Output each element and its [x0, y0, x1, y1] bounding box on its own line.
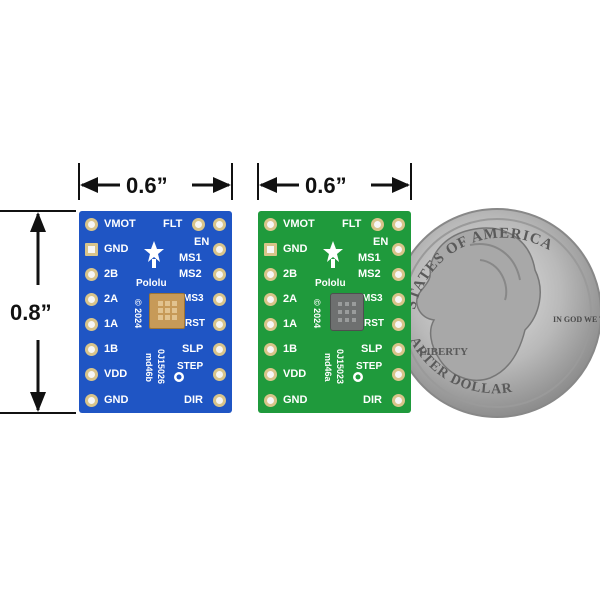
pin-label-dir: DIR [363, 394, 382, 406]
pin-label-gnd: GND [104, 243, 129, 255]
pin-label-flt: FLT [342, 218, 362, 230]
driver-chip [330, 293, 364, 331]
pin-label-ms3: MS3 [362, 293, 383, 304]
pin-label-1a: 1A [283, 318, 298, 330]
width-label-blue: 0.6” [126, 173, 168, 198]
pin-label-1a: 1A [104, 318, 119, 330]
copyright-label: © 2024 [133, 299, 143, 329]
fiducial-icon [174, 372, 184, 382]
pin-label-ms2: MS2 [179, 268, 202, 280]
pin-label-rst: RST [364, 318, 384, 329]
driver-board-blue: VMOT GND 2B 2A 1A 1B VDD GND FLT EN MS1 … [79, 211, 232, 413]
pin-label-2b: 2B [104, 268, 119, 280]
chip-thermal-pads [158, 301, 177, 320]
pin-label-slp: SLP [182, 343, 204, 355]
pin-label-2a: 2A [283, 293, 298, 305]
pin-label-2b: 2B [283, 268, 298, 280]
pin-label-gnd-2: GND [283, 394, 308, 406]
part-number-label: 0J15026 [156, 349, 166, 385]
pin-label-2a: 2A [104, 293, 119, 305]
pin-label-ms3: MS3 [183, 293, 204, 304]
coin-liberty: LIBERTY [419, 346, 468, 358]
pin-label-slp: SLP [361, 343, 383, 355]
pin-label-ms1: MS1 [179, 252, 202, 264]
pin-label-en: EN [373, 236, 389, 248]
design-label: md46b [144, 353, 154, 383]
part-number-label: 0J15023 [335, 349, 345, 385]
driver-board-green: VMOT GND 2B 2A 1A 1B VDD GND FLT EN MS1 … [258, 211, 411, 413]
pin-label-en: EN [194, 236, 210, 248]
brand-label: Pololu [136, 278, 167, 289]
pin-label-flt: FLT [163, 218, 183, 230]
pin-label-1b: 1B [283, 343, 298, 355]
pin-label-step: STEP [177, 361, 204, 372]
pin-label-ms1: MS1 [358, 252, 381, 264]
pin-label-rst: RST [185, 318, 205, 329]
pin-label-gnd-2: GND [104, 394, 129, 406]
pin-label-vdd: VDD [104, 368, 128, 380]
design-label: md46a [323, 353, 333, 382]
driver-chip [149, 293, 185, 329]
pololu-logo-icon [323, 241, 343, 268]
pin-label-vmot: VMOT [283, 218, 315, 230]
chip-pads [338, 302, 356, 322]
pin-label-1b: 1B [104, 343, 119, 355]
pin-label-step: STEP [356, 361, 383, 372]
coin-motto: IN GOD WE TRUST [553, 315, 600, 324]
pin-label-ms2: MS2 [358, 268, 381, 280]
brand-label: Pololu [315, 278, 346, 289]
pin-label-vmot: VMOT [104, 218, 136, 230]
pin-label-gnd: GND [283, 243, 308, 255]
width-label-green: 0.6” [305, 173, 347, 198]
pololu-logo-icon [144, 241, 164, 268]
copyright-label: © 2024 [312, 299, 322, 329]
height-label: 0.8” [10, 300, 52, 325]
fiducial-icon [353, 372, 363, 382]
pin-label-dir: DIR [184, 394, 203, 406]
pin-label-vdd: VDD [283, 368, 307, 380]
